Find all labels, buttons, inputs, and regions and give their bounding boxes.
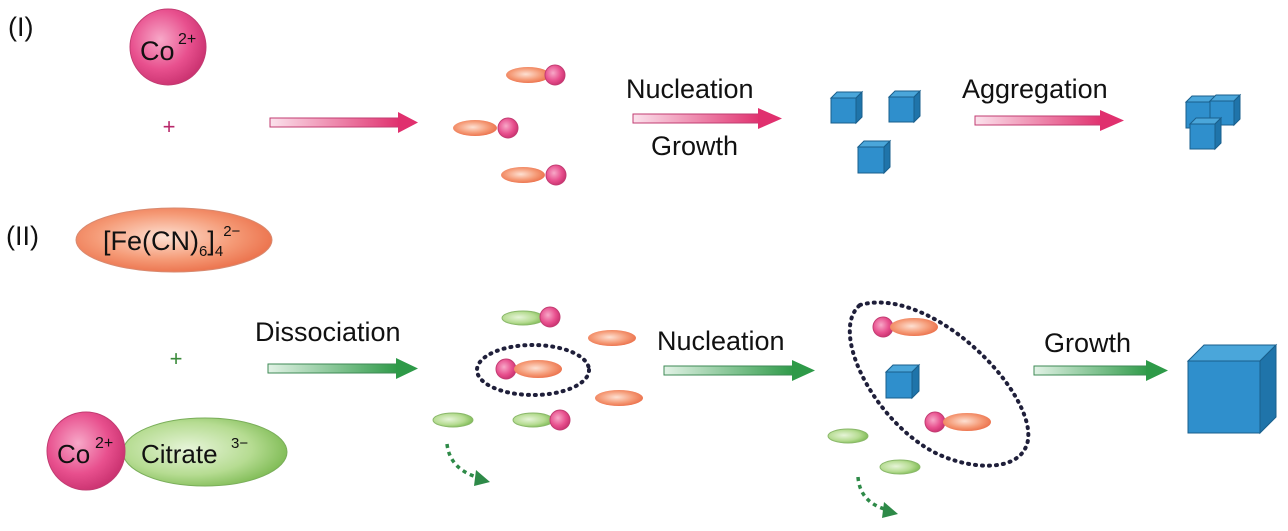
- species-cluster-2: [827, 300, 1031, 518]
- plus-sign: +: [163, 114, 176, 139]
- reaction-arrow-1: [269, 112, 418, 133]
- nanocube: [887, 89, 922, 124]
- ferrocyanide-ellipse: [Fe(CN)6]42−: [75, 207, 273, 273]
- species-cluster-1: [432, 306, 643, 486]
- nanocube: [884, 363, 921, 400]
- citrate-ion: [879, 459, 921, 475]
- cobalt-ferrocyanide-pair: [872, 316, 938, 338]
- step-label-growth: Growth: [651, 131, 738, 161]
- nanocube: [829, 90, 864, 125]
- reaction-arrow-5: [663, 360, 815, 381]
- nanocube: [1188, 116, 1223, 151]
- cobalt-charge: 2+: [95, 435, 113, 452]
- dashed-curved-arrow: [445, 443, 490, 486]
- citrate-ion: [432, 412, 474, 428]
- citrate-cobalt-pair: [512, 409, 571, 431]
- reaction-arrow-2: [632, 108, 782, 129]
- nanocube-group: [829, 89, 922, 175]
- reaction-arrow-6: [1033, 360, 1168, 381]
- large-nanocube: [1186, 343, 1278, 435]
- citrate-label: Citrate: [141, 439, 218, 469]
- ferrocyanide-ion: [595, 390, 643, 406]
- dashed-curved-arrow: [856, 476, 898, 518]
- cobalt-ferrocyanide-pair: [924, 411, 991, 433]
- ion-pair: [506, 64, 566, 86]
- ferrocyanide-formula: [Fe(CN)6]42−: [103, 223, 241, 260]
- panel-one-label: (I): [8, 12, 33, 42]
- reaction-arrow-3: [974, 110, 1124, 131]
- cobalt-symbol: Co: [57, 439, 90, 469]
- nanocube: [856, 139, 892, 175]
- dotted-outline: [475, 343, 591, 397]
- ion-pair: [501, 164, 567, 186]
- dotted-outline: [847, 300, 1031, 468]
- citrate-charge: 3−: [231, 435, 248, 452]
- cobalt-ion-symbol: Co: [140, 36, 175, 66]
- step-label-nucleation: Nucleation: [657, 326, 785, 356]
- cobalt-ion-sphere: Co 2+: [129, 8, 207, 86]
- panel-one: (I) Co 2+ + Nucleation: [8, 8, 1242, 186]
- cobalt-citrate-complex: Co 2+ Citrate 3−: [46, 411, 288, 491]
- cobalt-ferrocyanide-pair: [495, 358, 562, 380]
- step-label-nucleation: Nucleation: [626, 74, 754, 104]
- plus-sign: +: [170, 346, 183, 371]
- citrate-cobalt-pair: [501, 306, 561, 328]
- aggregated-cubes: [1184, 93, 1242, 151]
- step-label-dissociation: Dissociation: [255, 317, 401, 347]
- panel-two-label: (II): [6, 221, 39, 251]
- step-label-aggregation: Aggregation: [962, 74, 1108, 104]
- cobalt-ion-charge: 2+: [178, 31, 196, 48]
- reaction-arrow-4: [267, 358, 418, 379]
- nanocube: [1186, 343, 1278, 435]
- ferrocyanide-ion: [588, 330, 636, 346]
- citrate-ion: [827, 428, 869, 444]
- panel-two: (II) [Fe(CN)6]42− + Co 2+ Citrate 3− Dis…: [6, 207, 1278, 518]
- ion-pair: [453, 117, 519, 139]
- step-label-growth: Growth: [1044, 328, 1131, 358]
- nanocube: [884, 363, 921, 400]
